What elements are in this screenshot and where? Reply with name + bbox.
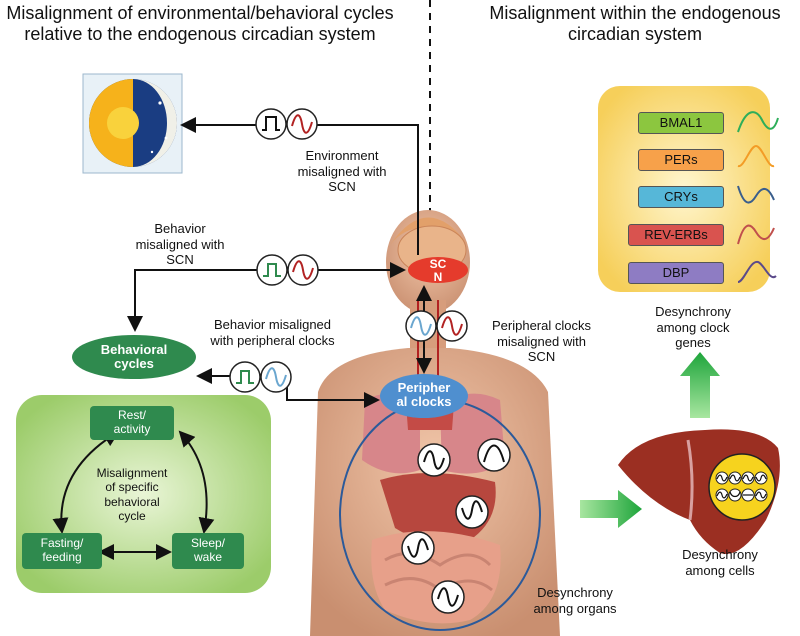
gene-waves — [737, 111, 779, 283]
step-wave-icon — [256, 254, 288, 286]
right-heading-line2: circadian system — [567, 23, 703, 44]
rest-activity-box: Rest/activity — [90, 406, 174, 440]
arrow-to-liver — [580, 490, 642, 528]
gene-box-dbp: DBP — [628, 262, 724, 284]
sun-moon-icon — [82, 73, 183, 174]
scn-node — [408, 257, 468, 283]
left-heading: Misalignment of environmental/behavioral… — [0, 3, 400, 44]
rest-sleep-arrow — [178, 430, 215, 534]
sleep-wake-box: Sleep/wake — [172, 533, 244, 569]
right-heading-line1: Misalignment within the endogenous — [489, 3, 781, 23]
fasting-feeding-box: Fasting/feeding — [22, 533, 102, 569]
left-heading-line1: Misalignment of environmental/behavioral… — [6, 3, 394, 23]
step-wave-icon — [255, 108, 287, 140]
gene-box-bmal1: BMAL1 — [638, 112, 724, 134]
peripheral-clocks-node — [380, 374, 468, 418]
gene-box-rev-erbs: REV-ERBs — [628, 224, 724, 246]
left-heading-line2: relative to the endogenous circadian sys… — [24, 23, 376, 44]
right-heading: Misalignment within the endogenous circa… — [470, 3, 800, 44]
liver-icon — [618, 429, 780, 555]
step-wave-icon — [229, 361, 261, 393]
rest-fasting-arrow — [52, 430, 120, 534]
behavioral-cycles-node — [72, 335, 196, 379]
clock-pairs — [229, 108, 468, 393]
arrow-to-genes — [680, 352, 720, 418]
gene-box-crys: CRYs — [638, 186, 724, 208]
gene-box-pers: PERs — [638, 149, 724, 171]
